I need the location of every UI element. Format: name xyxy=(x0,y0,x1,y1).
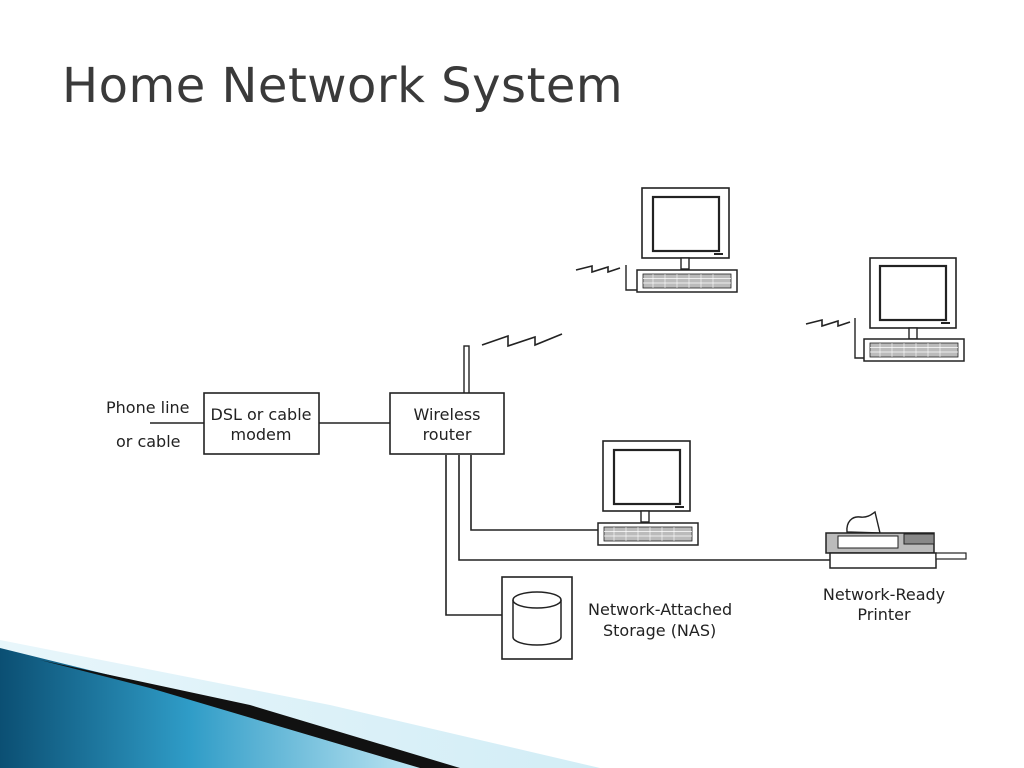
printer-label-line1: Network-Ready xyxy=(823,585,945,604)
desktop1-signal-icon xyxy=(575,264,621,274)
wireless-desktop-2-icon xyxy=(854,257,965,362)
desktop2-signal-icon xyxy=(805,318,851,328)
phone-line-label-line1: Phone line xyxy=(106,398,190,417)
router-signal-icon xyxy=(481,333,563,348)
slide-title: Home Network System xyxy=(62,58,624,114)
phone-line-label-line2: or cable xyxy=(116,432,181,451)
printer-icon: Network-Ready Printer xyxy=(823,510,967,624)
router-antenna-icon xyxy=(463,345,470,395)
router-label-line1: Wireless xyxy=(414,405,481,424)
router-box: Wireless router xyxy=(389,345,505,455)
modem-label-line1: DSL or cable xyxy=(211,405,312,424)
wireless-signal-icons xyxy=(481,264,851,348)
router-label-line2: router xyxy=(423,425,472,444)
printer-label-line2: Printer xyxy=(857,605,911,624)
modem-box: DSL or cable modem xyxy=(203,392,320,455)
nas-label-line2: Storage (NAS) xyxy=(603,621,716,640)
decorative-swoosh xyxy=(0,640,600,768)
nas-label-line1: Network-Attached xyxy=(588,600,732,619)
nas-device-icon xyxy=(501,576,573,660)
wireless-desktop-1-icon xyxy=(625,187,738,293)
router-nas-wire xyxy=(445,455,502,616)
router-printer-wire xyxy=(458,455,830,561)
router-desktop-wire xyxy=(470,455,598,531)
connection-lines xyxy=(150,422,830,616)
wired-desktop-icon xyxy=(597,440,699,546)
modem-label-line2: modem xyxy=(231,425,292,444)
